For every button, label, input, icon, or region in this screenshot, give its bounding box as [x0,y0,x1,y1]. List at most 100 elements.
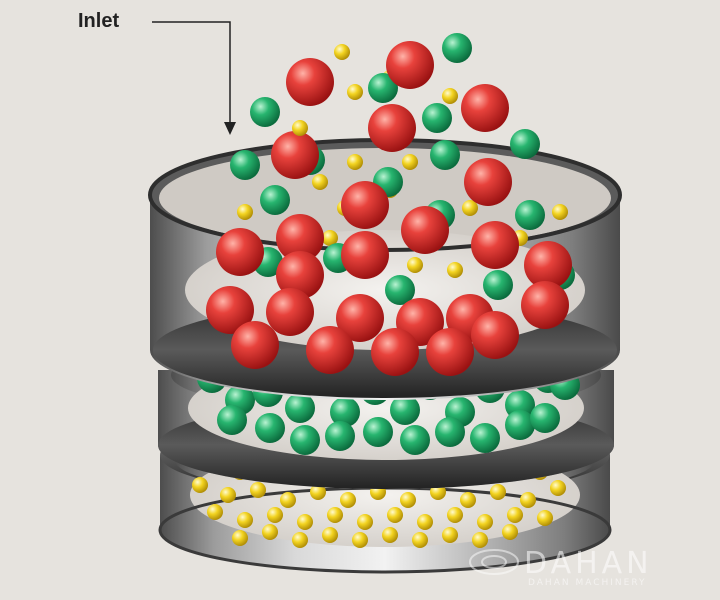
large-particle [266,288,314,336]
inlet-label: Inlet [78,10,120,32]
small-particle [400,492,416,508]
medium-particle [325,421,355,451]
medium-particle [217,405,247,435]
small-particle [267,507,283,523]
large-particle [524,241,572,289]
small-particle [447,262,463,278]
small-particle [237,204,253,220]
large-particle [461,84,509,132]
small-particle [262,524,278,540]
small-particle [352,532,368,548]
watermark-brand: DAHAN [524,546,653,581]
medium-particle [250,97,280,127]
small-particle [327,507,343,523]
arrow-down-icon [224,122,236,135]
small-particle [237,512,253,528]
medium-particle [230,150,260,180]
large-particle [401,206,449,254]
mixed-particles-layer [206,131,575,376]
medium-particle [368,73,398,103]
medium-particle [285,393,315,423]
medium-particle [385,275,415,305]
large-particle [341,181,389,229]
medium-particle [260,185,290,215]
medium-particle [363,417,393,447]
small-particle [417,514,433,530]
small-particle [207,504,223,520]
inlet-arrow [152,21,236,135]
large-particle [276,251,324,299]
medium-particle [435,417,465,447]
small-particle [490,484,506,500]
small-particle [250,482,266,498]
large-particle [471,221,519,269]
large-particle [271,131,319,179]
watermark-subtitle: DAHAN MACHINERY [528,578,647,588]
small-particle [340,492,356,508]
large-particle [306,326,354,374]
medium-particle [400,425,430,455]
sieve-tier-top [148,131,622,400]
medium-particle [330,397,360,427]
small-particle [192,477,208,493]
small-particle [462,200,478,216]
medium-particle [530,403,560,433]
small-particle [550,480,566,496]
small-particle [347,154,363,170]
small-particle [507,507,523,523]
small-particle [280,492,296,508]
medium-particle [390,395,420,425]
small-particle [347,84,363,100]
small-particle [387,507,403,523]
medium-particle [290,425,320,455]
medium-particle [510,129,540,159]
large-particle [206,286,254,334]
small-particle [292,120,308,136]
large-particle [426,328,474,376]
small-particle [232,530,248,546]
large-particle [276,214,324,262]
large-particle [336,294,384,342]
medium-particle [515,200,545,230]
large-particle [521,281,569,329]
small-particle [310,484,326,500]
large-particle [216,228,264,276]
large-particle [464,158,512,206]
small-particle [412,532,428,548]
medium-particle [442,33,472,63]
small-particle [447,507,463,523]
small-particle [477,514,493,530]
small-particle [472,532,488,548]
large-particle [341,231,389,279]
small-particle [407,257,423,273]
small-particle [312,174,328,190]
small-particle [442,88,458,104]
small-particle [357,514,373,530]
small-particle [502,524,518,540]
small-particle [220,487,236,503]
small-particle [442,527,458,543]
large-particle [368,104,416,152]
large-particle [231,321,279,369]
small-particle [402,154,418,170]
medium-particle [483,270,513,300]
medium-particle [255,413,285,443]
small-particle [322,527,338,543]
medium-particle [505,410,535,440]
falling-particles [250,33,540,159]
small-particle [292,532,308,548]
large-particle [371,328,419,376]
small-particle [552,204,568,220]
small-particle [297,514,313,530]
dahan-logo-icon [469,549,519,575]
medium-particle [470,423,500,453]
small-particle [520,492,536,508]
small-particle [322,230,338,246]
large-particle [286,58,334,106]
small-particle [334,44,350,60]
medium-particle [422,103,452,133]
large-particle [471,311,519,359]
medium-particle [430,140,460,170]
